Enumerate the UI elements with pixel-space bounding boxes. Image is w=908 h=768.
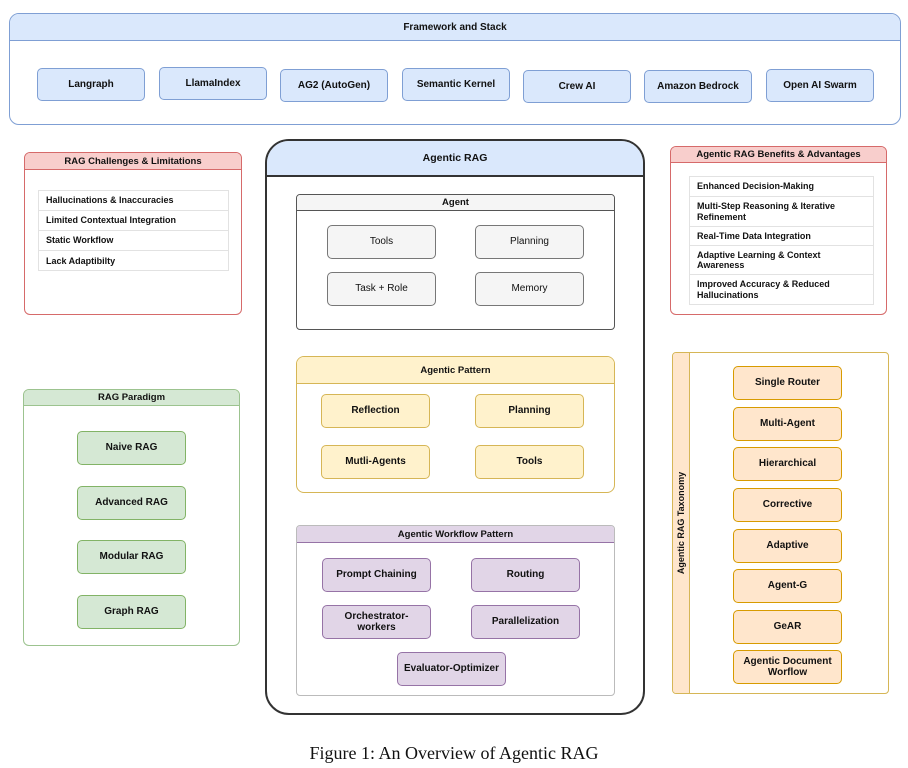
workflow-item-parallelization: Parallelization — [471, 605, 580, 639]
framework-title: Framework and Stack — [10, 14, 900, 41]
framework-item-semantic-kernel: Semantic Kernel — [402, 68, 510, 101]
agentic-rag-panel: Agentic RAG Agent Tools Planning Task + … — [265, 139, 645, 715]
framework-item-crew-ai: Crew AI — [523, 70, 631, 103]
challenge-item: Static Workflow — [39, 231, 228, 251]
paradigm-item-naive: Naive RAG — [77, 431, 186, 465]
paradigm-item-modular: Modular RAG — [77, 540, 186, 574]
benefit-item: Adaptive Learning & Context Awareness — [690, 246, 873, 275]
taxonomy-panel: Agentic RAG Taxonomy Single Router Multi… — [672, 352, 889, 694]
agent-item-planning: Planning — [475, 225, 584, 259]
agent-item-memory: Memory — [475, 272, 584, 306]
taxonomy-item-gear: GeAR — [733, 610, 842, 644]
taxonomy-item-adaptive: Adaptive — [733, 529, 842, 563]
paradigm-item-graph: Graph RAG — [77, 595, 186, 629]
paradigm-item-advanced: Advanced RAG — [77, 486, 186, 520]
pattern-item-tools: Tools — [475, 445, 584, 479]
framework-item-amazon-bedrock: Amazon Bedrock — [644, 70, 752, 103]
benefit-item: Improved Accuracy & Reduced Hallucinatio… — [697, 279, 830, 300]
benefit-item: Real-Time Data Integration — [690, 227, 873, 246]
benefit-item: Multi-Step Reasoning & Iterative Refinem… — [690, 197, 873, 227]
figure-caption: Figure 1: An Overview of Agentic RAG — [309, 743, 599, 763]
framework-panel: Framework and Stack Langraph LlamaIndex … — [9, 13, 901, 125]
taxonomy-title-bar: Agentic RAG Taxonomy — [673, 353, 690, 693]
taxonomy-item-corrective: Corrective — [733, 488, 842, 522]
taxonomy-item-agentic-document-workflow: Agentic Document Worflow — [733, 650, 842, 684]
challenge-item: Lack Adaptibilty — [46, 255, 116, 266]
workflow-item-orchestrator: Orchestrator-workers — [322, 605, 431, 639]
framework-item-langraph: Langraph — [37, 68, 145, 101]
paradigm-panel: RAG Paradigm Naive RAG Advanced RAG Modu… — [23, 389, 240, 646]
pattern-item-planning: Planning — [475, 394, 584, 428]
workflow-panel: Agentic Workflow Pattern Prompt Chaining… — [296, 525, 615, 696]
taxonomy-item-multi-agent: Multi-Agent — [733, 407, 842, 441]
agent-title: Agent — [297, 195, 614, 211]
pattern-item-multi-agents: Mutli-Agents — [321, 445, 430, 479]
challenge-item: Hallucinations & Inaccuracies — [39, 191, 228, 211]
taxonomy-item-hierarchical: Hierarchical — [733, 447, 842, 481]
pattern-item-reflection: Reflection — [321, 394, 430, 428]
benefit-item: Enhanced Decision-Making — [690, 177, 873, 197]
challenges-list: Hallucinations & Inaccuracies Limited Co… — [38, 190, 229, 271]
workflow-item-evaluator-optimizer: Evaluator-Optimizer — [397, 652, 506, 686]
benefits-panel: Agentic RAG Benefits & Advantages Enhanc… — [670, 146, 887, 315]
framework-item-ag2: AG2 (AutoGen) — [280, 69, 388, 102]
pattern-title: Agentic Pattern — [297, 357, 614, 384]
challenge-item: Limited Contextual Integration — [39, 211, 228, 231]
taxonomy-item-agent-g: Agent-G — [733, 569, 842, 603]
agent-item-tools: Tools — [327, 225, 436, 259]
paradigm-title: RAG Paradigm — [24, 390, 239, 406]
challenges-panel: RAG Challenges & Limitations Hallucinati… — [24, 152, 242, 315]
benefits-title: Agentic RAG Benefits & Advantages — [671, 147, 886, 163]
workflow-item-routing: Routing — [471, 558, 580, 592]
challenges-title: RAG Challenges & Limitations — [25, 153, 241, 170]
agent-item-task-role: Task + Role — [327, 272, 436, 306]
agentic-rag-title: Agentic RAG — [267, 141, 643, 177]
agent-panel: Agent Tools Planning Task + Role Memory — [296, 194, 615, 330]
workflow-item-prompt-chaining: Prompt Chaining — [322, 558, 431, 592]
framework-item-openai-swarm: Open AI Swarm — [766, 69, 874, 102]
taxonomy-item-single-router: Single Router — [733, 366, 842, 400]
taxonomy-title: Agentic RAG Taxonomy — [676, 471, 686, 575]
pattern-panel: Agentic Pattern Reflection Planning Mutl… — [296, 356, 615, 493]
framework-item-llamaindex: LlamaIndex — [159, 67, 267, 100]
benefits-list: Enhanced Decision-Making Multi-Step Reas… — [689, 176, 874, 305]
workflow-title: Agentic Workflow Pattern — [297, 526, 614, 543]
